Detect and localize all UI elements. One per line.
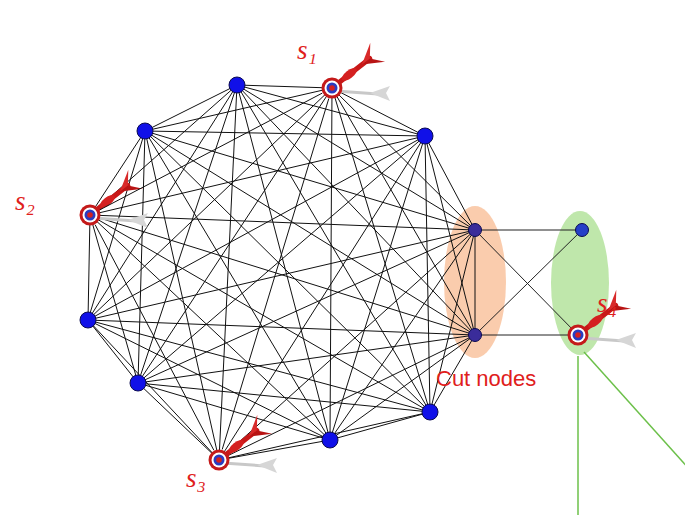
graph-edge [237, 85, 475, 230]
graph-edge [88, 215, 90, 320]
graph-edge [95, 225, 214, 451]
graph-vertex [422, 404, 438, 420]
graph-edge [145, 131, 330, 440]
graph-vertex [80, 312, 96, 328]
graph-edge [145, 131, 219, 460]
graph-edge [88, 131, 145, 320]
graph-edge [100, 93, 323, 210]
graph-edge [219, 335, 475, 460]
dart-icon [581, 290, 636, 348]
target-node: s₁ [321, 77, 343, 99]
graph-vertex [130, 375, 146, 391]
graph-vertex [469, 224, 482, 237]
callout-line [577, 356, 579, 515]
graph-edge [475, 230, 476, 335]
graph-edge [222, 99, 329, 450]
graph-edge [475, 230, 582, 231]
target-symbol [567, 324, 589, 346]
node-label: s₄ [597, 290, 617, 317]
graph-edge [88, 320, 475, 335]
graph-edge [237, 85, 330, 440]
graph-vertex [417, 128, 433, 144]
graph-edge [332, 88, 475, 335]
graph-edge [88, 320, 219, 460]
dart-icon [222, 415, 277, 473]
graph-edge [90, 85, 237, 215]
graph-edge [145, 88, 332, 131]
graph-edge [330, 412, 430, 440]
graph-edge [90, 131, 145, 215]
graph-edge [219, 230, 475, 460]
graph-edge [90, 215, 475, 335]
node-label: s₃ [186, 465, 206, 492]
callout-line [584, 352, 685, 470]
graph-edge [88, 136, 425, 320]
target-region [551, 211, 609, 355]
graph-edge [90, 215, 138, 383]
dart-icon [335, 43, 390, 101]
graph-edge [475, 230, 582, 335]
graph-vertex [137, 123, 153, 139]
graph-edge [475, 335, 578, 336]
target-symbol [208, 449, 230, 471]
graph-edge [145, 131, 425, 136]
graph-edge [90, 215, 330, 440]
graph-edge [88, 320, 138, 383]
target-symbol [321, 77, 343, 99]
target-node: s₃ [208, 449, 230, 471]
graph-edge [138, 131, 145, 383]
graph-edge [138, 136, 425, 383]
graph-edge [145, 85, 237, 131]
node-label: s₂ [15, 188, 35, 215]
graph-edge [219, 85, 237, 460]
graph-vertex [322, 432, 338, 448]
dart-icon [93, 170, 148, 228]
target-node: s₄ [567, 324, 589, 346]
graph-edge [88, 88, 332, 320]
graph-edge [145, 131, 475, 335]
graph-vertex [576, 224, 589, 237]
graph-edge [425, 136, 475, 230]
graph-edge [138, 335, 475, 383]
node-label: s₁ [297, 37, 317, 64]
target-node: s₂ [79, 204, 101, 226]
graph-vertex [229, 77, 245, 93]
graph-vertex [469, 329, 482, 342]
region-label: Cut nodes [436, 368, 536, 390]
graph-edge [237, 85, 332, 88]
graph-edge [219, 412, 430, 460]
graph-edge [138, 383, 219, 460]
target-symbol [79, 204, 101, 226]
